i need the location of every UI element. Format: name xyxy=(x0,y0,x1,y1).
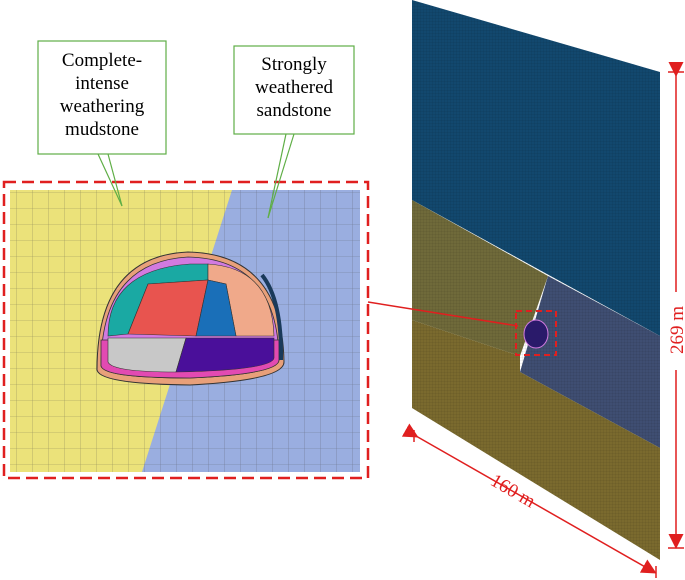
tunnel-right-lining xyxy=(260,273,284,361)
dimension-height: 269 m xyxy=(666,62,685,549)
mudstone-label-4: mudstone xyxy=(65,119,139,140)
segment-bottom-left xyxy=(107,337,187,373)
sandstone-label-2: weathered xyxy=(255,77,334,98)
connector-line xyxy=(367,301,519,327)
sandstone-label-3: sandstone xyxy=(257,100,332,121)
model-tunnel-marker xyxy=(515,310,557,356)
callout-sandstone: Strongly weathered sandstone xyxy=(233,45,355,219)
sandstone-label-1: Strongly xyxy=(261,54,327,75)
callout-mudstone: Complete- intense weathering mudstone xyxy=(37,40,167,207)
segment-center-right xyxy=(195,279,237,337)
inset-detail xyxy=(10,190,360,472)
mudstone-label-3: weathering xyxy=(60,96,145,117)
mudstone-label-2: intense xyxy=(75,73,129,94)
segment-bottom-right xyxy=(175,337,275,373)
upper-layer-mesh xyxy=(412,0,660,336)
model-3d xyxy=(412,0,660,560)
mudstone-label-1: Complete- xyxy=(62,50,142,71)
inset-frame xyxy=(2,180,370,480)
height-label: 269 m xyxy=(667,306,685,354)
tunnel-section xyxy=(96,251,285,386)
